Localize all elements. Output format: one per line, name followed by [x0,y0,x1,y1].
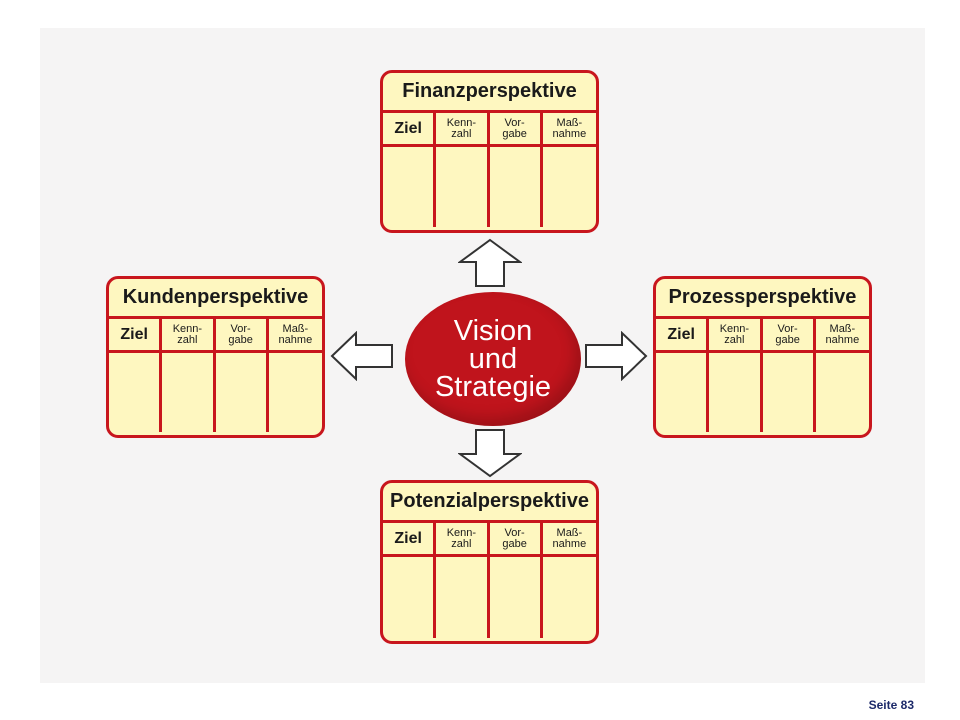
column-kennzahl: Kenn- zahl [162,319,216,350]
table-cell [490,557,543,638]
column-massnahme: Maß- nahme [278,322,313,346]
column-massnahme: Maß- nahme [552,526,587,550]
table-cell [216,353,269,432]
column-vorgabe: Vor- gabe [763,319,816,350]
column-ziel: Ziel [656,319,710,350]
card-title: Kundenperspektive [109,279,322,319]
card-title: Finanzperspektive [383,73,596,113]
table-cell [763,353,816,432]
column-ziel: Ziel [383,113,437,144]
table-cell [490,147,543,227]
arrow-left-icon [330,331,393,381]
table-cell [162,353,216,432]
column-vorgabe: Vor- gabe [490,113,543,144]
column-kennzahl: Kenn- zahl [436,113,490,144]
column-kennzahl: Kenn- zahl [709,319,763,350]
table-cell [436,147,490,227]
oval-line-1: Vision [453,315,533,347]
potenzialperspektive-card: Potenzialperspektive Ziel Kenn- zahl Vor… [380,480,599,644]
arrow-up-icon [458,238,522,287]
card-title: Prozessperspektive [656,279,869,319]
arrow-down-icon [458,429,522,478]
vision-strategie-oval: Vision und Strategie [405,292,581,426]
table-cell [709,353,763,432]
column-ziel: Ziel [109,319,163,350]
table-cell [543,557,596,638]
table-cell [436,557,490,638]
table-cell [656,353,710,432]
table-cell [383,147,437,227]
column-massnahme: Maß- nahme [552,116,587,140]
card-title: Potenzialperspektive [383,483,596,523]
oval-line-3: Strategie [434,371,552,403]
column-massnahme: Maß- nahme [825,322,860,346]
arrow-right-icon [585,331,648,381]
table-cell [383,557,437,638]
page-number: Seite 83 [868,698,914,712]
oval-line-2: und [468,343,518,375]
kundenperspektive-card: Kundenperspektive Ziel Kenn- zahl Vor- g… [106,276,325,438]
column-ziel: Ziel [383,523,437,554]
column-vorgabe: Vor- gabe [216,319,269,350]
table-cell [816,353,869,432]
column-vorgabe: Vor- gabe [490,523,543,554]
table-cell [543,147,596,227]
prozessperspektive-card: Prozessperspektive Ziel Kenn- zahl Vor- … [653,276,872,438]
column-kennzahl: Kenn- zahl [436,523,490,554]
finanzperspektive-card: Finanzperspektive Ziel Kenn- zahl Vor- g… [380,70,599,233]
table-cell [269,353,322,432]
table-cell [109,353,163,432]
